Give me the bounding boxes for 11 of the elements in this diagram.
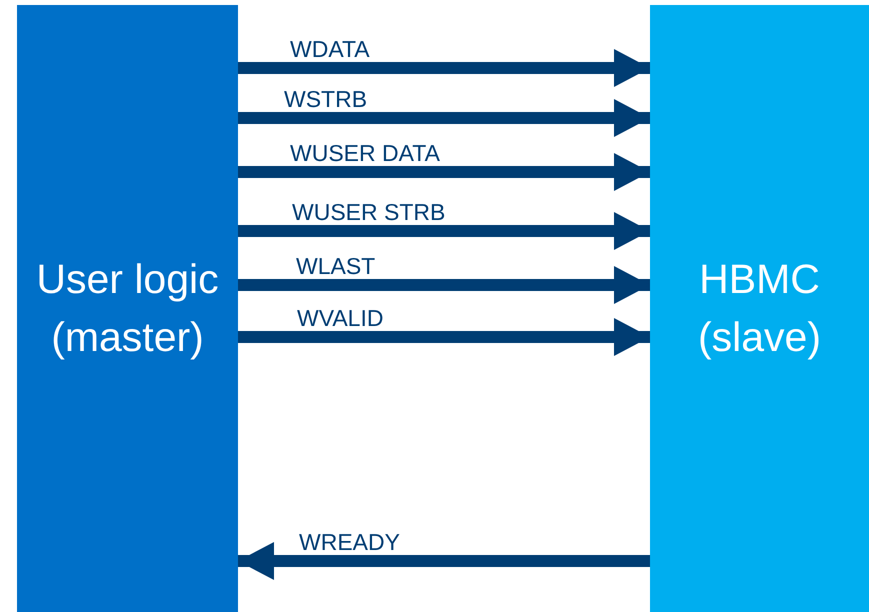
signal-arrow xyxy=(238,542,650,580)
block-label: User logic (master) xyxy=(35,255,220,362)
signal-arrow xyxy=(238,318,650,356)
signal-arrow xyxy=(238,99,650,137)
signal-arrow xyxy=(238,266,650,304)
slave-block xyxy=(650,5,869,612)
signal-arrow xyxy=(238,153,650,191)
master-block xyxy=(17,5,238,612)
signal-arrow xyxy=(238,212,650,250)
signal-arrow xyxy=(238,49,650,87)
block-label: HBMC (slave) xyxy=(696,255,822,362)
